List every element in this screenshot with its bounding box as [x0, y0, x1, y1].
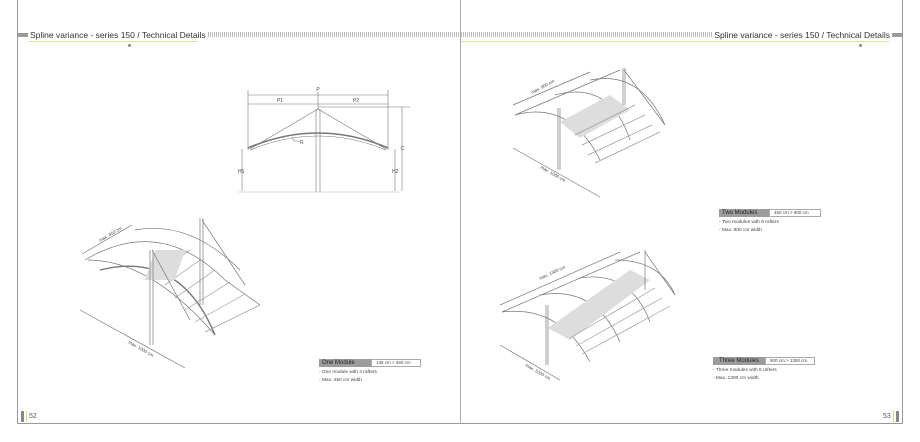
- page-number-bar: [895, 410, 899, 422]
- left-page-number: 52: [21, 410, 37, 422]
- two-modules-drawing: max. 900 cm max. 1000 cm: [512, 68, 666, 198]
- spec-three-modules: Three Modules 900 cm > 1300 cm - Three m…: [713, 357, 815, 382]
- spec-name: Two Modules: [719, 209, 769, 217]
- label-p1: P1: [277, 98, 283, 104]
- width-dimension-label: max. 450 cm: [98, 226, 123, 243]
- spec-range: 900 cm > 1300 cm: [765, 357, 815, 365]
- page-number-accent: [26, 410, 27, 422]
- spec-item: - One module with 4 rafters: [319, 370, 377, 375]
- header-bar: [17, 32, 28, 37]
- spec-item: - Max. 450 cm width: [319, 378, 362, 383]
- header-underline: [461, 41, 889, 42]
- spec-item: - Three modules with 8 rafters: [713, 368, 777, 373]
- three-modules-drawing: max. 1300 cm max. 1000 cm: [499, 250, 676, 380]
- right-page-number: 53: [883, 410, 899, 422]
- spec-name: One Module: [319, 359, 371, 367]
- header-tick-pattern: [207, 32, 460, 37]
- page-number-text: 53: [883, 412, 891, 420]
- depth-dimension-label: max. 1000 cm: [525, 363, 552, 380]
- spec-one-module: One Module 135 cm > 450 cm - One module …: [319, 359, 421, 384]
- header-bar: [892, 32, 903, 37]
- width-dimension-label: max. 1300 cm: [538, 264, 566, 281]
- label-h2: H2: [392, 169, 399, 175]
- left-header-title: Spline variance - series 150 / Technical…: [30, 29, 206, 40]
- page-number-bar: [21, 410, 24, 422]
- header-tick-pattern: [461, 32, 713, 37]
- one-module-drawing: max. 450 cm max. 1000 cm: [79, 218, 261, 369]
- spec-range: 450 cm > 900 cm: [769, 209, 821, 217]
- label-p2: P2: [353, 98, 359, 104]
- header-dot: [128, 44, 131, 47]
- label-h1: H1: [238, 169, 245, 175]
- right-page-header: Spline variance - series 150 / Technical…: [461, 29, 903, 40]
- spec-range: 135 cm > 450 cm: [371, 359, 421, 367]
- label-p: P: [316, 87, 320, 93]
- spec-item: - Two modules with 6 rafters: [719, 220, 779, 225]
- header-underline: [28, 41, 198, 42]
- elevation-diagram: P P1 P2 C H1 H2 R: [238, 87, 410, 193]
- page-number-accent: [892, 410, 894, 422]
- spine-divider: [460, 0, 461, 424]
- right-header-title: Spline variance - series 150 / Technical…: [714, 29, 890, 40]
- spec-item: - Max. 900 cm width: [719, 228, 762, 233]
- left-page-header: Spline variance - series 150 / Technical…: [17, 29, 460, 40]
- spec-item: - Max. 1300 cm width: [713, 376, 759, 381]
- depth-dimension-label: max. 1000 cm: [540, 165, 567, 184]
- label-c: C: [401, 146, 405, 152]
- header-dot: [859, 44, 862, 47]
- label-r: R: [300, 140, 304, 146]
- page-number-text: 52: [29, 412, 37, 420]
- spec-two-modules: Two Modules 450 cm > 900 cm - Two module…: [719, 209, 821, 234]
- spec-name: Three Modules: [713, 357, 765, 365]
